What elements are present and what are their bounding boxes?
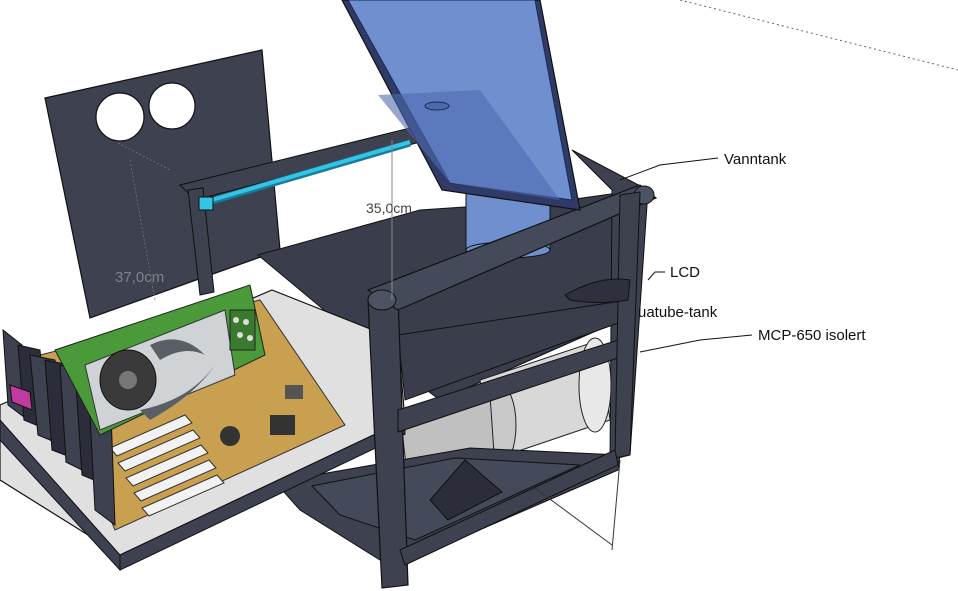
side-cutout [564,278,631,303]
label-vanntank: Vanntank [724,151,787,168]
vanntank-leader [619,157,719,181]
depth-dimension-tick [611,459,621,551]
dimension-height-label: 35,0cm [366,200,412,216]
bottom-rail [429,459,503,521]
mcp-leader [639,334,753,353]
construction-line [117,142,171,171]
label-aquatube-tank: uatube-tank [638,304,718,321]
front-right-post [614,191,641,459]
pci-slots [109,414,225,517]
label-lcd: LCD [670,264,701,281]
coolant-tube [198,139,411,211]
graphics-card [54,284,266,436]
back-left-post [187,187,215,296]
lcd-leader [647,271,665,281]
dimension-panel-label: 37,0cm [115,269,165,286]
depth-dimension-line [534,487,613,546]
bar-cap-left [367,289,397,311]
back-panel [44,49,281,319]
guide-line [679,0,958,71]
lcd-lid [341,0,581,211]
front-bottom-bar [399,449,619,566]
fan-hole-left [95,92,145,142]
fan-hole-right [148,82,196,130]
tray-front-edge [119,419,406,571]
label-mcp-650: MCP-650 isolert [758,327,866,344]
